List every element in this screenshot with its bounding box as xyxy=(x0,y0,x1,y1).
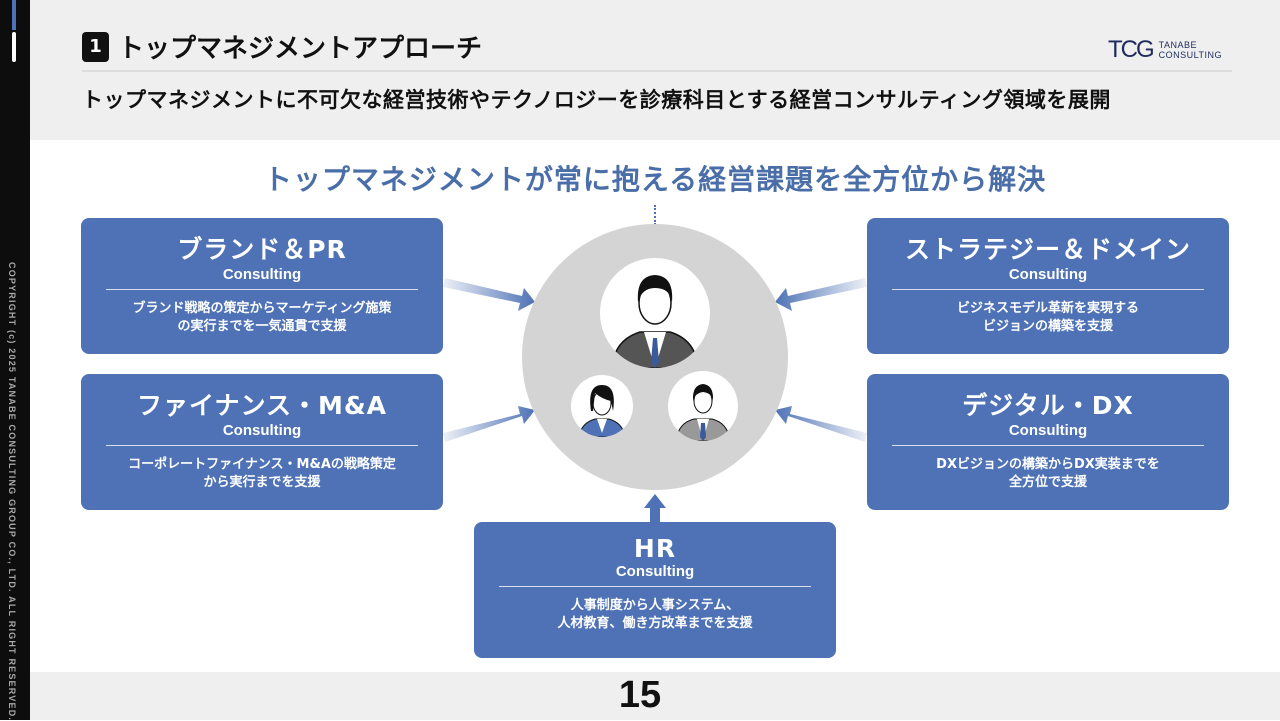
card-title: ファイナンス・M&A xyxy=(136,391,388,420)
service-card-digital-dx: デジタル・DX Consulting DXビジョンの構築からDX実装までを 全方… xyxy=(867,374,1229,510)
card-title: ブランド＆PR xyxy=(177,235,347,264)
card-divider xyxy=(106,289,418,290)
card-desc-line2: ビジョンの構築を支援 xyxy=(982,319,1113,334)
page-number: 15 xyxy=(618,674,662,716)
card-desc-line2: の実行までを一気通貫で支援 xyxy=(177,319,347,334)
arrow-strategy xyxy=(775,278,867,311)
card-desc-line2: 全方位で支援 xyxy=(1008,475,1087,490)
male-employee-avatar-icon xyxy=(668,371,738,441)
executive-avatar-icon xyxy=(600,258,710,368)
card-desc-line1: 人事制度から人事システム、 xyxy=(570,598,740,613)
card-desc-line1: ブランド戦略の策定からマーケティング施策 xyxy=(132,301,392,316)
service-card-strategy-domain: ストラテジー＆ドメイン Consulting ビジネスモデル革新を実現する ビジ… xyxy=(867,218,1229,354)
page-title: トップマネジメントアプローチ xyxy=(118,34,483,64)
card-desc-line2: から実行までを支援 xyxy=(203,475,321,490)
card-divider xyxy=(499,586,811,587)
page-subtitle: トップマネジメントに不可欠な経営技術やテクノロジーを診療科目とする経営コンサルテ… xyxy=(82,88,1111,112)
sidebar: COPYRIGHT (c) 2025 TANABE CONSULTING GRO… xyxy=(0,0,30,721)
card-subtitle: Consulting xyxy=(1008,266,1088,283)
card-desc-line1: コーポレートファイナンス・M&Aの戦略策定 xyxy=(128,457,396,472)
card-title: ストラテジー＆ドメイン xyxy=(904,235,1191,264)
female-employee-avatar-icon xyxy=(571,375,633,437)
card-divider xyxy=(106,445,418,446)
card-title: デジタル・DX xyxy=(962,391,1134,420)
footer xyxy=(30,672,1280,720)
arrow-brand xyxy=(443,278,535,311)
arrow-finance xyxy=(443,406,535,442)
arrow-dx xyxy=(775,406,867,442)
logo-line2: CONSULTING xyxy=(1158,50,1223,60)
divider xyxy=(82,70,1232,72)
card-desc-line2: 人材教育、働き方改革までを支援 xyxy=(557,616,753,631)
main-heading: トップマネジメントが常に抱える経営課題を全方位から解決 xyxy=(263,163,1047,196)
service-card-finance-ma: ファイナンス・M&A Consulting コーポレートファイナンス・M&Aの戦… xyxy=(81,374,443,510)
progress-indicator xyxy=(12,0,16,30)
service-card-brand-pr: ブランド＆PR Consulting ブランド戦略の策定からマーケティング施策 … xyxy=(81,218,443,354)
card-desc-line1: ビジネスモデル革新を実現する xyxy=(956,301,1139,316)
logo-line1: TANABE xyxy=(1158,40,1198,50)
dotted-connector xyxy=(654,205,656,225)
arrow-hr xyxy=(644,494,666,522)
card-divider xyxy=(892,445,1204,446)
copyright: COPYRIGHT (c) 2025 TANABE CONSULTING GRO… xyxy=(7,262,17,721)
card-subtitle: Consulting xyxy=(222,422,302,439)
card-divider xyxy=(892,289,1204,290)
logo-mark: TCG xyxy=(1108,36,1155,63)
progress-indicator-current xyxy=(12,32,16,62)
card-subtitle: Consulting xyxy=(222,266,302,283)
card-subtitle: Consulting xyxy=(1008,422,1088,439)
service-card-hr: HR Consulting 人事制度から人事システム、 人材教育、働き方改革まで… xyxy=(474,522,836,658)
card-desc-line1: DXビジョンの構築からDX実装までを xyxy=(936,457,1160,472)
card-title: HR xyxy=(633,534,677,563)
section-number: 1 xyxy=(82,32,109,62)
card-subtitle: Consulting xyxy=(615,563,695,580)
